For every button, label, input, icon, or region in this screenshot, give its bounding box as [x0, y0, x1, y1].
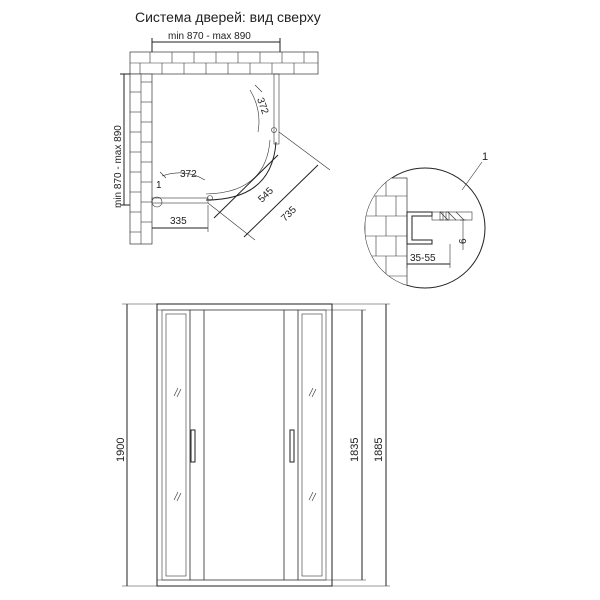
- left-wall: [129, 73, 153, 245]
- front-frame: [156, 303, 333, 587]
- curved-door-outer: [205, 141, 277, 201]
- dim-335-label: 335: [170, 216, 187, 227]
- right-wall-profile: [273, 73, 280, 145]
- curved-door-inner: [205, 139, 271, 195]
- right-handle: [289, 429, 295, 463]
- width-dimension: min 870 - max 890: [151, 31, 281, 52]
- height-dim-label: min 870 - max 890: [113, 125, 124, 208]
- height-dimension: min 870 - max 890: [113, 73, 130, 208]
- top-wall: [129, 51, 319, 75]
- dim-1885-label: 1885: [373, 438, 385, 462]
- top-view: min 870 - max 890 min 870 - max 890 372 …: [113, 31, 331, 245]
- center-gap: [203, 309, 285, 581]
- door-arc-right: [249, 89, 260, 133]
- dim-gap-label: 35-55: [410, 253, 436, 264]
- radius-label-left: 372: [180, 169, 197, 180]
- dim-735-label: 735: [279, 204, 299, 224]
- dim-1835-label: 1835: [349, 438, 361, 462]
- dim-735-line: [243, 164, 319, 238]
- front-view: 1900 1835 1885: [115, 303, 390, 587]
- dim-545-label: 545: [256, 185, 276, 205]
- dim-545-line: [213, 154, 279, 219]
- marker-1-label: 1: [156, 180, 162, 191]
- dim-1900-label: 1900: [115, 438, 127, 462]
- width-dim-label: min 870 - max 890: [168, 31, 251, 42]
- detail-callout: 1: [482, 151, 488, 163]
- drawing-title: Система дверей: вид сверху: [135, 9, 321, 25]
- detail-marker-circle: [151, 196, 163, 208]
- door-arc-left: [161, 172, 206, 181]
- detail-view: 6 35-55 1: [364, 151, 488, 289]
- dim-6-label: 6: [458, 238, 469, 244]
- radius-label-right: 372: [254, 96, 270, 116]
- left-handle: [190, 429, 196, 463]
